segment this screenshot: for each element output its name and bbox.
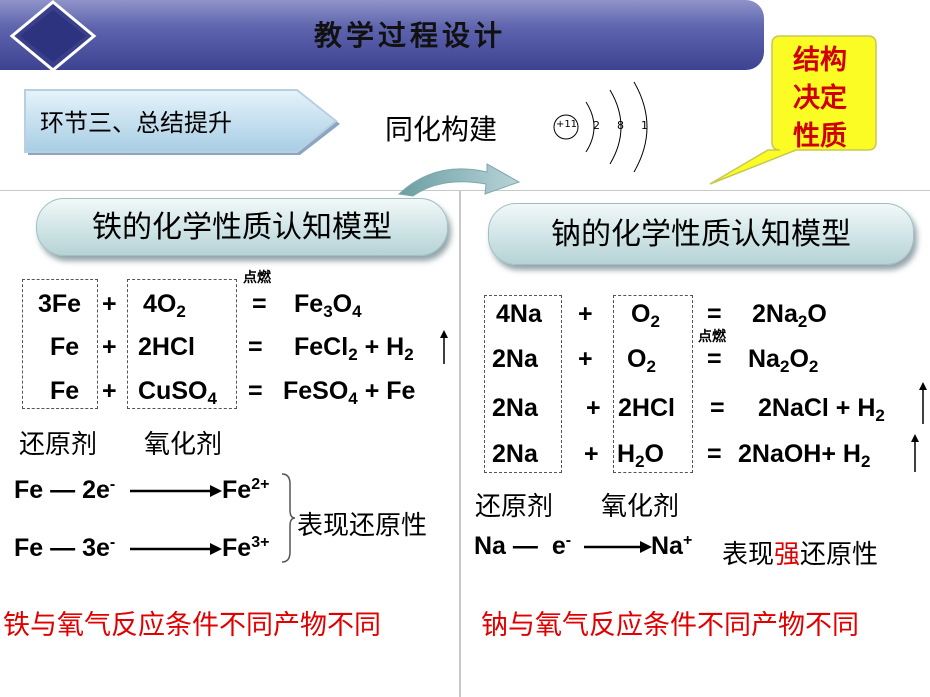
sodium-eq1-product: 2Na2O [752, 300, 827, 331]
banner-diamond-icon [9, 0, 97, 72]
iron-eq1-equals: = [252, 290, 267, 318]
iron-eq3-product: FeSO4 + Fe [283, 377, 416, 408]
sodium-eq1-equals: = [707, 300, 722, 328]
iron-eq1-product: Fe3O4 [294, 290, 362, 321]
shell-1-count: 2 [593, 119, 600, 132]
sodium-eq2-plus: + [578, 345, 593, 373]
iron-eq1-oxidant: 4O2 [143, 290, 186, 321]
sodium-conclusion: 钠与氧气反应条件不同产物不同 [481, 610, 859, 641]
sodium-eq4-oxidant: H2O [617, 440, 664, 471]
gas-up-arrow-icon [911, 434, 919, 472]
iron-eq3-plus: + [102, 377, 117, 405]
iron-eq3-reductant: Fe [50, 377, 80, 405]
nucleus-charge: +11 [555, 119, 578, 130]
sodium-reductant-label: 还原剂 [475, 492, 554, 522]
iron-half1-left: Fe — 2e- [14, 476, 116, 504]
sodium-condition-label: 点燃 [698, 329, 726, 345]
callout-line-2: 决定 [793, 83, 847, 114]
iron-eq1-reductant: 3Fe [38, 290, 82, 318]
iron-property: 表现还原性 [297, 511, 428, 541]
iron-oxidant-label: 氧化剂 [144, 430, 223, 460]
iron-eq2-product: FeCl2 + H2 [294, 333, 414, 364]
iron-half2-product: Fe3+ [222, 534, 270, 562]
reaction-arrow-icon [130, 485, 222, 497]
iron-eq3-equals: = [248, 377, 263, 405]
sodium-eq4-product: 2NaOH+ H2 [738, 440, 871, 471]
sodium-half-product: Na+ [651, 532, 693, 560]
sodium-eq1-oxidant: O2 [631, 300, 660, 331]
sodium-eq2-oxidant: O2 [627, 345, 656, 376]
iron-reductant-label: 还原剂 [19, 430, 98, 460]
assimilation-label: 同化构建 [385, 113, 498, 146]
sodium-atom-diagram: +11 2 8 1 [550, 80, 660, 175]
sodium-eq3-product: 2NaCl + H2 [758, 394, 885, 425]
stage-arrow-shape [24, 89, 340, 155]
callout-line-1: 结构 [793, 45, 847, 76]
page-title: 教学过程设计 [313, 19, 506, 52]
reaction-arrow-icon [584, 541, 652, 553]
gas-up-arrow-icon [919, 382, 927, 424]
sodium-eq3-oxidant: 2HCl [618, 394, 675, 422]
callout-text: 结构 决定 性质 [780, 42, 860, 156]
sodium-eq4-plus: + [584, 440, 599, 468]
iron-half1-product: Fe2+ [222, 476, 270, 504]
iron-eq2-equals: = [248, 333, 263, 361]
sodium-eq2-reductant: 2Na [492, 345, 538, 373]
shell-3-count: 1 [641, 119, 648, 132]
gas-up-arrow-icon [440, 330, 448, 364]
iron-oxidant-box [127, 279, 237, 409]
sodium-eq3-plus: + [586, 394, 601, 422]
sodium-oxidant-label: 氧化剂 [601, 492, 680, 522]
iron-half2-left: Fe — 3e- [14, 534, 116, 562]
sodium-eq2-equals: = [707, 345, 722, 373]
reaction-arrow-icon [130, 543, 222, 555]
sodium-eq4-equals: = [707, 440, 722, 468]
sodium-heading: 钠的化学性质认知模型 [488, 203, 914, 265]
iron-eq2-plus: + [102, 333, 117, 361]
iron-eq1-plus: + [102, 290, 117, 318]
stage-label: 环节三、总结提升 [40, 109, 232, 137]
sodium-reductant-box [484, 295, 562, 473]
title-banner [0, 0, 764, 70]
curved-arrow-icon [397, 163, 521, 197]
iron-eq3-oxidant: CuSO4 [138, 377, 217, 408]
brace-icon [281, 473, 296, 563]
iron-conclusion: 铁与氧气反应条件不同产物不同 [3, 610, 381, 641]
iron-eq2-reductant: Fe [50, 333, 80, 361]
sodium-panel [460, 190, 930, 697]
sodium-property: 表现强还原性 [722, 540, 879, 570]
iron-eq2-oxidant: 2HCl [138, 333, 195, 361]
sodium-eq2-product: Na2O2 [748, 345, 819, 376]
sodium-eq1-reductant: 4Na [496, 300, 542, 328]
sodium-eq1-plus: + [578, 300, 593, 328]
shell-2-count: 8 [617, 119, 624, 132]
callout-bubble [709, 35, 877, 185]
sodium-oxidant-box [613, 295, 693, 473]
iron-panel [0, 190, 460, 697]
callout-line-3: 性质 [793, 121, 847, 152]
sodium-eq3-equals: = [710, 394, 725, 422]
sodium-eq3-reductant: 2Na [492, 394, 538, 422]
sodium-eq4-reductant: 2Na [492, 440, 538, 468]
sodium-half-left: Na — e- [474, 532, 572, 560]
iron-reductant-box [22, 279, 98, 409]
iron-heading: 铁的化学性质认知模型 [36, 198, 448, 256]
iron-condition-label: 点燃 [243, 270, 271, 286]
